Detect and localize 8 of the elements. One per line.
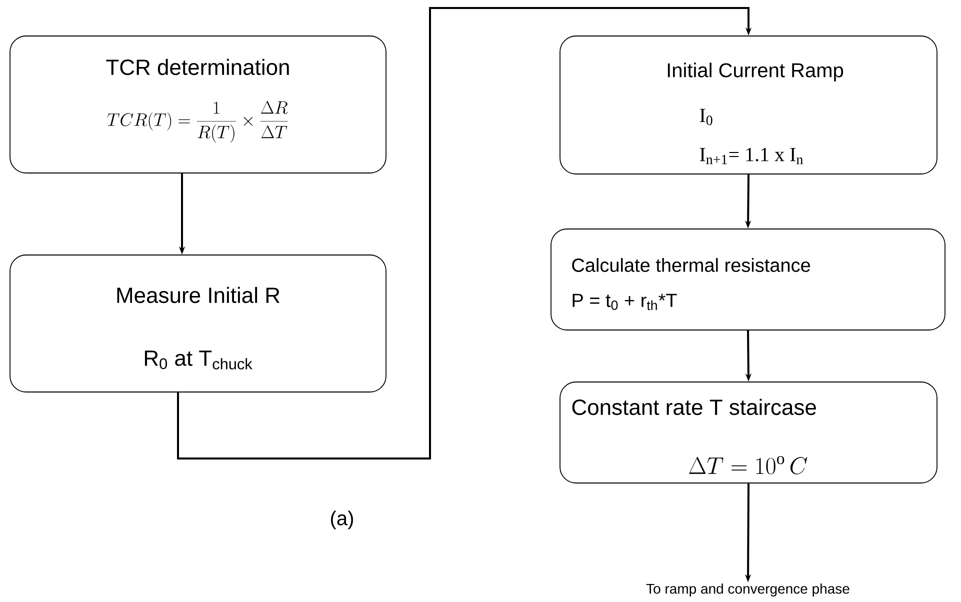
- note-text: To ramp and convergence phase: [646, 583, 850, 597]
- process-box: Initial Current Ramp I$_{0}$ I$_{n+1}$= 1.1 x I$_{n}$: [560, 36, 938, 174]
- arrow: [177, 7, 752, 460]
- process-box: TCR determination $TCR(T)=\frac{1}{R(T)}\times\frac{\Delta R}{\Delta T}$: [10, 36, 386, 174]
- process-box: Calculate thermal resistance P = t$_{0}$ + r$_{th}$*T: [550, 228, 946, 330]
- process-box: Constant rate T staircase $\Delta T = 10^{\mathrm{o}}\, C$: [560, 382, 938, 484]
- process-box: Measure Initial R R$_{0}$ at T$_{chuck}$: [10, 254, 386, 392]
- panel-label: (a): [331, 510, 353, 530]
